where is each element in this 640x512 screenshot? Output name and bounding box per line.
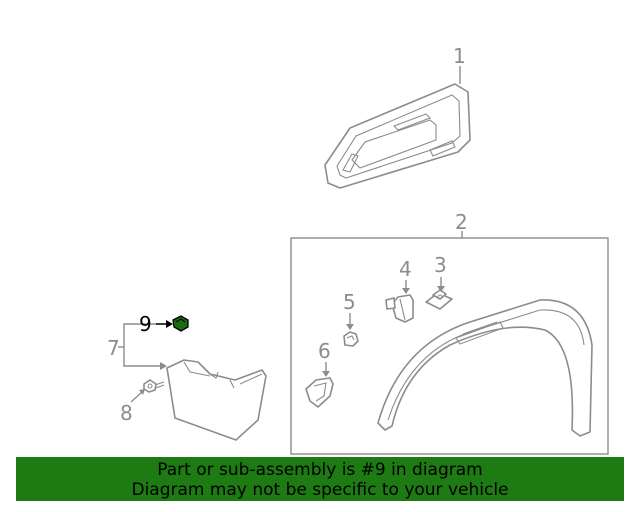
callout-2: 2: [455, 210, 468, 234]
leader-3-arrow: [437, 286, 445, 292]
part-5-grommet[interactable]: [343, 331, 359, 347]
callout-4: 4: [399, 257, 412, 281]
callout-8: 8: [120, 401, 133, 425]
part-4-retainer[interactable]: [385, 294, 414, 323]
callout-6: 6: [318, 339, 331, 363]
leader-8-arrow: [139, 389, 145, 395]
leader-6-arrow: [322, 371, 330, 377]
part-9-clip-highlighted[interactable]: [172, 315, 189, 332]
banner-line-2: Diagram may not be specific to your vehi…: [131, 480, 509, 500]
part-8-screw[interactable]: [143, 379, 165, 393]
callout-9: 9: [139, 312, 152, 336]
callout-5: 5: [343, 290, 356, 314]
part-6-clip[interactable]: [305, 377, 334, 408]
part-7-bracket: [118, 323, 167, 370]
leader-4-arrow: [402, 288, 410, 294]
banner-line-1: Part or sub-assembly is #9 in diagram: [157, 460, 483, 480]
part-2-group-box: [290, 237, 609, 455]
leader-5-arrow: [346, 324, 354, 330]
notice-banner: Part or sub-assembly is #9 in diagram Di…: [16, 457, 624, 501]
part-7-mud-guard[interactable]: [166, 359, 267, 441]
callout-1: 1: [453, 44, 466, 68]
part-2-wheel-flare[interactable]: [377, 299, 593, 437]
leader-9-arrow: [166, 320, 173, 328]
leader-8: [130, 390, 144, 403]
callout-3: 3: [434, 253, 447, 277]
callout-7: 7: [107, 336, 120, 360]
part-3-nut-clip[interactable]: [425, 289, 453, 310]
part-1-door-molding[interactable]: [324, 83, 471, 189]
